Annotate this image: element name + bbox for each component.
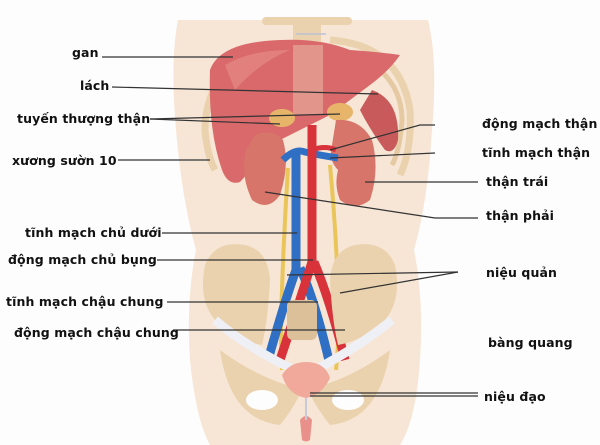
bladder bbox=[282, 362, 330, 398]
kidney-right bbox=[244, 132, 286, 205]
clavicle bbox=[262, 17, 352, 25]
kidney-left bbox=[330, 119, 376, 206]
label-dong-mach-chau-chung: động mạch chậu chung bbox=[14, 325, 179, 340]
obturator-left bbox=[246, 390, 278, 410]
label-tinh-mach-than: tĩnh mạch thận bbox=[482, 145, 591, 160]
label-xuong-suon-10: xương sườn 10 bbox=[12, 153, 117, 168]
label-nieu-dao: niệu đạo bbox=[484, 389, 546, 404]
label-dong-mach-chu-bung: động mạch chủ bụng bbox=[8, 252, 157, 267]
obturator-right bbox=[332, 390, 364, 410]
adrenal-left bbox=[327, 103, 353, 121]
label-nieu-quan: niệu quản bbox=[486, 265, 557, 280]
adrenal-right bbox=[269, 109, 295, 127]
spleen bbox=[360, 90, 399, 152]
leader-lines bbox=[102, 56, 478, 397]
renal-vein bbox=[280, 147, 339, 163]
label-bang-quang: bàng quang bbox=[488, 335, 573, 350]
ureter-right bbox=[279, 167, 290, 371]
label-dong-mach-than: động mạch thận bbox=[482, 116, 598, 131]
label-gan: gan bbox=[72, 45, 99, 60]
rib-right-outer bbox=[329, 36, 414, 177]
pelvis-right-iliac bbox=[330, 244, 398, 345]
liver-highlight bbox=[225, 50, 290, 90]
urethra bbox=[300, 416, 312, 442]
label-tinh-mach-chau-chung: tĩnh mạch chậu chung bbox=[6, 294, 164, 309]
label-than-phai: thận phải bbox=[486, 208, 555, 223]
spine-overlay bbox=[293, 45, 323, 115]
label-tuyen-thuong-than: tuyến thượng thận bbox=[17, 111, 151, 126]
label-tinh-mach-chu-duoi: tĩnh mạch chủ dưới bbox=[25, 225, 162, 240]
sacrum bbox=[287, 300, 317, 340]
label-than-trai: thận trái bbox=[486, 174, 549, 189]
label-lach: lách bbox=[80, 78, 110, 93]
